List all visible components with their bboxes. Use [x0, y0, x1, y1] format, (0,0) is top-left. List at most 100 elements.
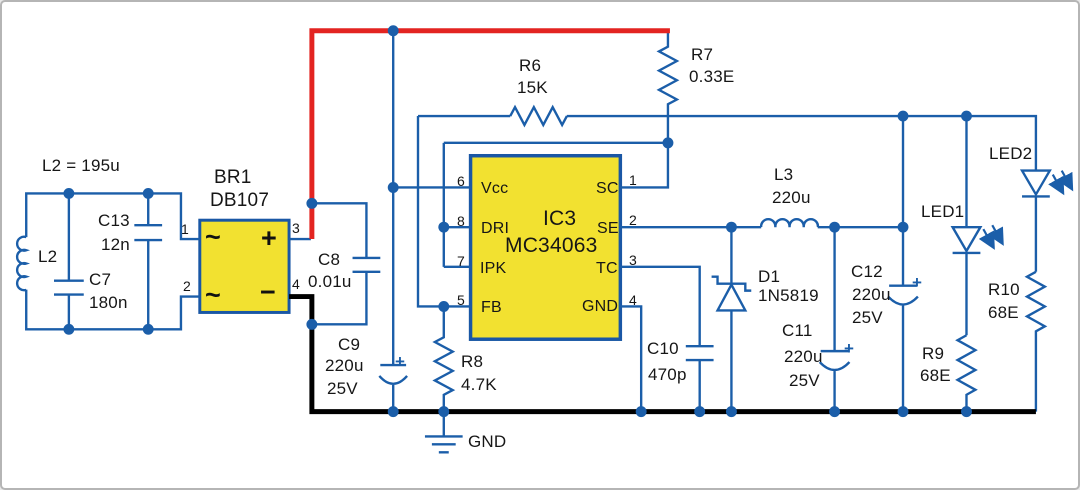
led2-arrow-1	[1048, 174, 1065, 196]
ground-symbol	[424, 411, 463, 454]
r8-value: 4.7K	[461, 375, 497, 394]
c10-value: 470p	[648, 365, 687, 384]
resistor-R10	[1024, 270, 1048, 412]
ic-pin-sc-label: SC	[596, 180, 619, 197]
c8-value: 0.01u	[308, 272, 352, 291]
c13-value: 12n	[101, 235, 130, 254]
resistor-R7	[620, 30, 680, 189]
led1-arrow-1	[978, 228, 995, 250]
led1-branch	[952, 116, 981, 336]
r7-name: R7	[691, 45, 714, 64]
l3-name: L3	[774, 165, 794, 184]
br1-minus-symbol: −	[260, 277, 276, 307]
br1-name: BR1	[214, 167, 252, 188]
ic-pin5-num: 5	[457, 292, 465, 308]
resistor-R8	[432, 306, 456, 412]
ic-pin8-num: 8	[457, 213, 465, 229]
ic-pin7-num: 7	[457, 253, 465, 269]
capacitor-C8	[311, 202, 381, 326]
capacitor-C9	[378, 363, 408, 412]
fb-net-wire	[416, 116, 471, 308]
ic-body	[468, 153, 623, 341]
led1-triangle	[950, 225, 983, 254]
ic-pin-se-label: SE	[597, 220, 619, 237]
br1-ac-top-symbol: ~	[205, 222, 221, 252]
junction-dots	[63, 25, 972, 418]
capacitor-C11	[818, 227, 851, 412]
ic-pin-gnd-label: GND	[582, 298, 619, 315]
r6-name: R6	[519, 56, 542, 75]
vin-red-wire	[309, 28, 670, 240]
ic-pin2-num: 2	[629, 212, 637, 228]
capacitor-C13	[134, 193, 163, 330]
d1-diode-triangle	[715, 282, 748, 312]
bridge-rectifier-body	[198, 218, 291, 314]
c7-name: C7	[89, 270, 112, 289]
d1-part: 1N5819	[758, 286, 819, 305]
br1-pin4: 4	[292, 276, 300, 292]
led1-name: LED1	[921, 202, 965, 221]
r7-value: 0.33E	[689, 67, 735, 86]
ic-pin6-num: 6	[457, 173, 465, 189]
c9-plus-mark: +	[395, 352, 406, 371]
ic-pin1-num: 1	[629, 172, 637, 188]
br1-pin3: 3	[292, 220, 300, 236]
ic-pin4-num: 4	[629, 292, 637, 308]
br1-pin1: 1	[181, 221, 189, 237]
l2-note: L2 = 195u	[42, 156, 120, 175]
ic-pin-dri-label: DRI	[481, 220, 510, 237]
ic-pin-fb-label: FB	[481, 299, 502, 316]
br1-ac-bottom-symbol: ~	[205, 280, 221, 310]
ic-name: IC3	[543, 207, 577, 230]
r9-name: R9	[922, 344, 945, 363]
c12-voltage: 25V	[852, 308, 883, 327]
ic-pin-vcc-label: Vcc	[481, 180, 509, 197]
nodeA-wires	[442, 141, 668, 269]
led2-name: LED2	[989, 144, 1033, 163]
c9-name: C9	[338, 335, 361, 354]
resistor-R6	[509, 104, 568, 128]
input-loop-wire	[25, 192, 200, 331]
c9-voltage: 25V	[327, 379, 358, 398]
c8-name: C8	[318, 250, 341, 269]
ic-pin-ipk-label: IPK	[480, 260, 507, 277]
c10-name: C10	[647, 339, 679, 358]
r10-value: 68E	[988, 303, 1019, 322]
c12-name: C12	[851, 262, 883, 281]
led-emission-arrows	[978, 170, 1074, 250]
c11-name: C11	[782, 321, 813, 340]
r6-value: 15K	[517, 78, 548, 97]
c11-plus-mark: +	[844, 339, 855, 358]
br1-part: DB107	[210, 190, 270, 211]
br1-plus-symbol: +	[261, 223, 277, 253]
c12-value: 220u	[852, 285, 891, 304]
r9-value: 68E	[920, 366, 951, 385]
ic-pin3-num: 3	[629, 252, 637, 268]
l3-value: 220u	[772, 188, 811, 207]
output-top-rail	[566, 114, 1038, 171]
capacitor-C12	[887, 116, 919, 412]
c9-value: 220u	[325, 356, 364, 375]
c11-voltage: 25V	[789, 371, 820, 390]
led2-branch	[1022, 195, 1050, 272]
ic-pin-tc-label: TC	[596, 260, 618, 277]
c11-value: 220u	[784, 347, 823, 366]
c12-plus-mark: +	[912, 273, 923, 292]
br1-pin2: 2	[183, 278, 191, 294]
semiconductor-symbols	[715, 169, 1052, 312]
led2-triangle	[1019, 169, 1052, 197]
c13-name: C13	[98, 211, 130, 230]
l2-label: L2	[38, 247, 58, 266]
tc-wire-capacitor-C10	[620, 265, 714, 412]
c7-value: 180n	[89, 293, 128, 312]
led2-arrow-2	[1057, 170, 1074, 192]
wires	[15, 30, 1050, 454]
gnd-label: GND	[468, 432, 507, 451]
r8-name: R8	[461, 352, 484, 371]
ground-black-wire	[289, 294, 1036, 415]
r10-name: R10	[988, 280, 1020, 299]
d1-name: D1	[758, 267, 781, 286]
capacitor-C7	[53, 193, 84, 330]
